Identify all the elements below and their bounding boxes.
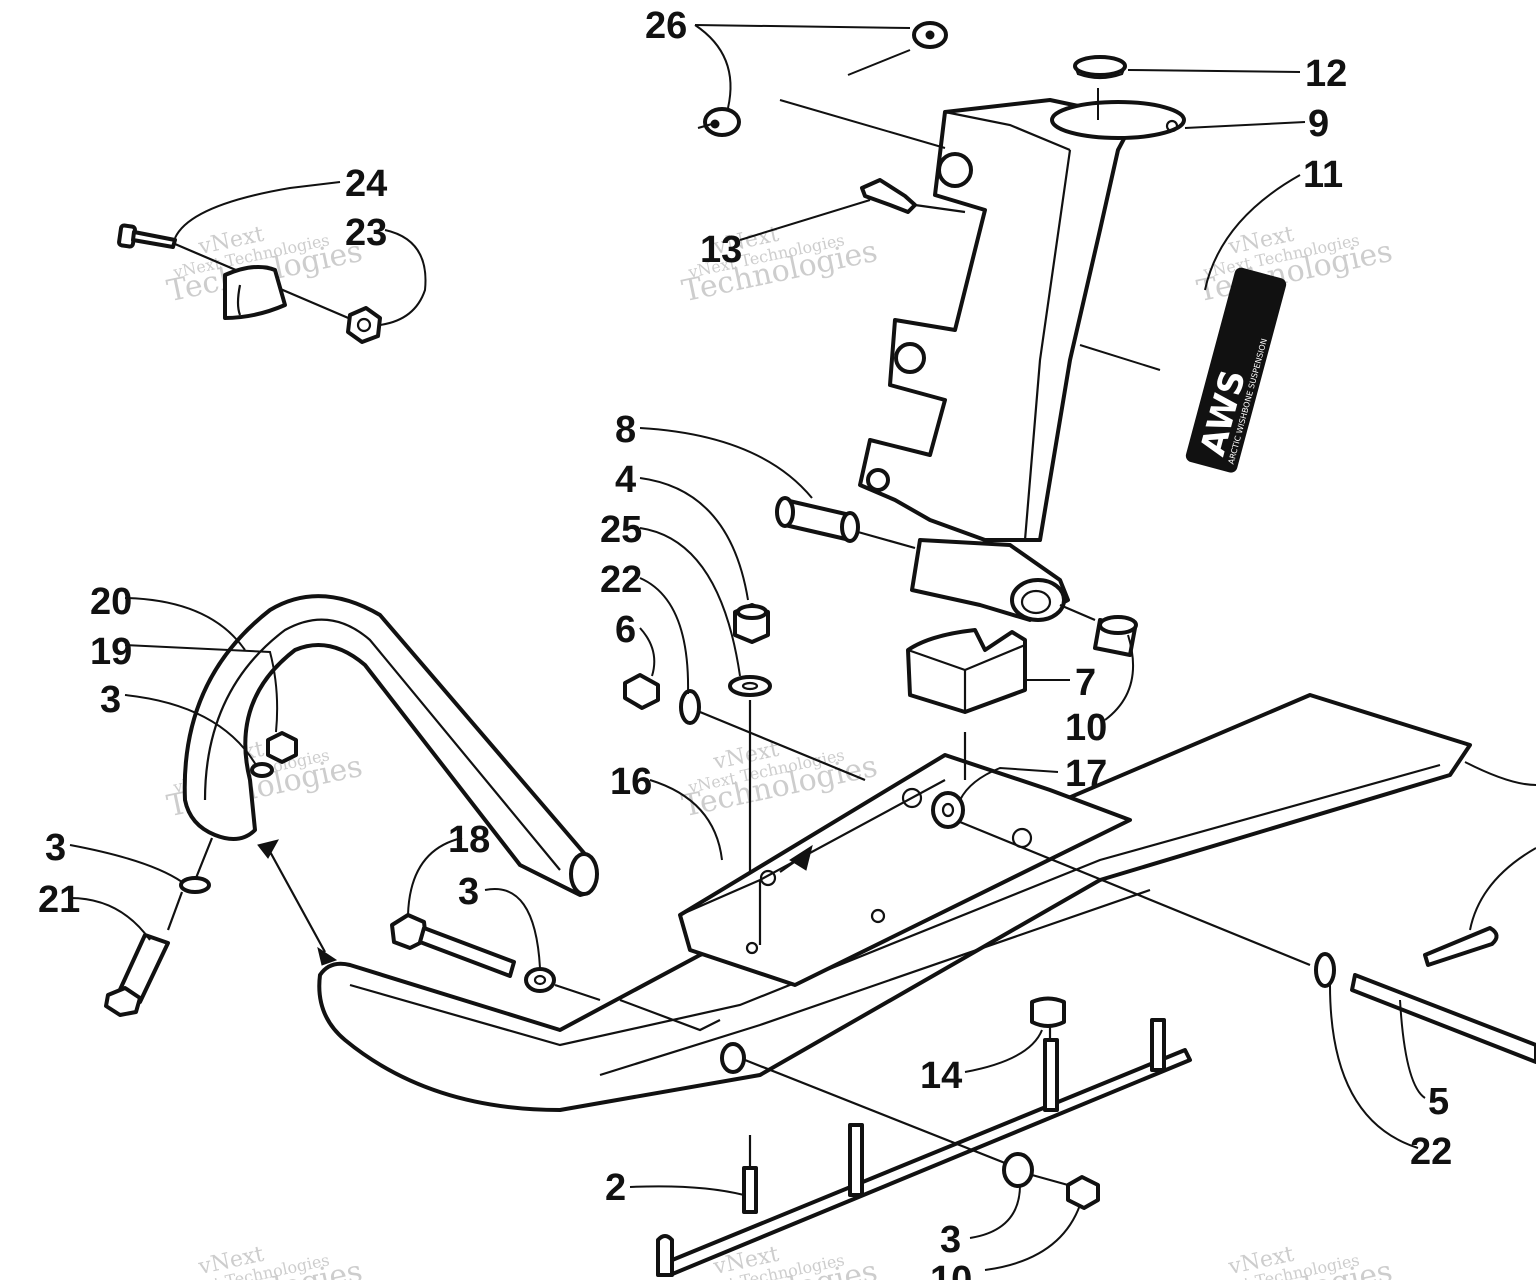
rubber-bushings-26 — [697, 21, 948, 137]
callout-21: 21 — [38, 879, 80, 921]
callout-3-b: 3 — [45, 827, 66, 869]
callout-11: 11 — [1303, 154, 1343, 196]
damper-block-7 — [906, 628, 1027, 714]
callout-3-d: 3 — [940, 1219, 961, 1261]
callout-5: 5 — [1428, 1081, 1449, 1123]
handle-hardware-left — [166, 731, 298, 931]
grease-fitting-13 — [860, 178, 966, 214]
callout-7: 7 — [1075, 662, 1096, 704]
callout-9: 9 — [1308, 103, 1329, 145]
callout-10-upper: 10 — [1065, 707, 1107, 749]
callout-19: 19 — [90, 631, 132, 673]
callout-3-a: 3 — [100, 679, 121, 721]
callout-18: 18 — [448, 819, 490, 861]
spacer-10 — [1059, 603, 1138, 657]
callout-10-lower: 10 — [930, 1259, 972, 1280]
leader-lines — [69, 24, 1536, 1271]
callout-26: 26 — [645, 5, 687, 47]
callout-20: 20 — [90, 581, 132, 623]
bolt-18 — [390, 913, 601, 1002]
callout-2: 2 — [605, 1167, 626, 1209]
callout-3-c: 3 — [458, 871, 479, 913]
callout-22-lower: 22 — [1410, 1131, 1452, 1173]
callout-4: 4 — [615, 459, 636, 501]
watermark: vNext vNext Technologies Technologies — [164, 1242, 365, 1280]
callout-12: 12 — [1305, 53, 1347, 95]
ski-loop-20 — [182, 594, 599, 897]
aws-decal-background — [1185, 267, 1287, 473]
callout-23: 23 — [345, 212, 387, 254]
bolt-21 — [104, 933, 170, 1017]
callout-labels: 26 12 9 11 24 23 13 8 4 25 22 6 7 10 20 … — [38, 5, 1452, 1280]
callout-8: 8 — [615, 409, 636, 451]
carbide-wear-bar — [656, 996, 1192, 1277]
callout-6: 6 — [615, 609, 636, 651]
cap-part-12 — [1073, 55, 1127, 80]
bolt-24-assembly — [117, 223, 382, 344]
callout-16: 16 — [610, 761, 652, 803]
callout-13: 13 — [700, 229, 742, 271]
spacer-8 — [775, 496, 916, 550]
spindle-bolt-5 — [959, 820, 1536, 1064]
callout-17: 17 — [1065, 753, 1107, 795]
watermark: vNext vNext Technologies Technologies — [679, 737, 880, 825]
watermark: vNext vNext Technologies Technologies — [1194, 1242, 1395, 1280]
direction-arrow — [257, 839, 338, 966]
ski — [317, 693, 1472, 1112]
callout-22-upper: 22 — [600, 559, 642, 601]
watermark: vNext vNext Technologies Technologies — [1194, 222, 1395, 310]
hardware-lower — [744, 1058, 1100, 1210]
callout-14: 14 — [920, 1055, 962, 1097]
hardware-upper-left — [623, 603, 866, 945]
spindle-housing — [858, 98, 1186, 622]
callout-24: 24 — [345, 163, 387, 205]
callout-25: 25 — [600, 509, 642, 551]
